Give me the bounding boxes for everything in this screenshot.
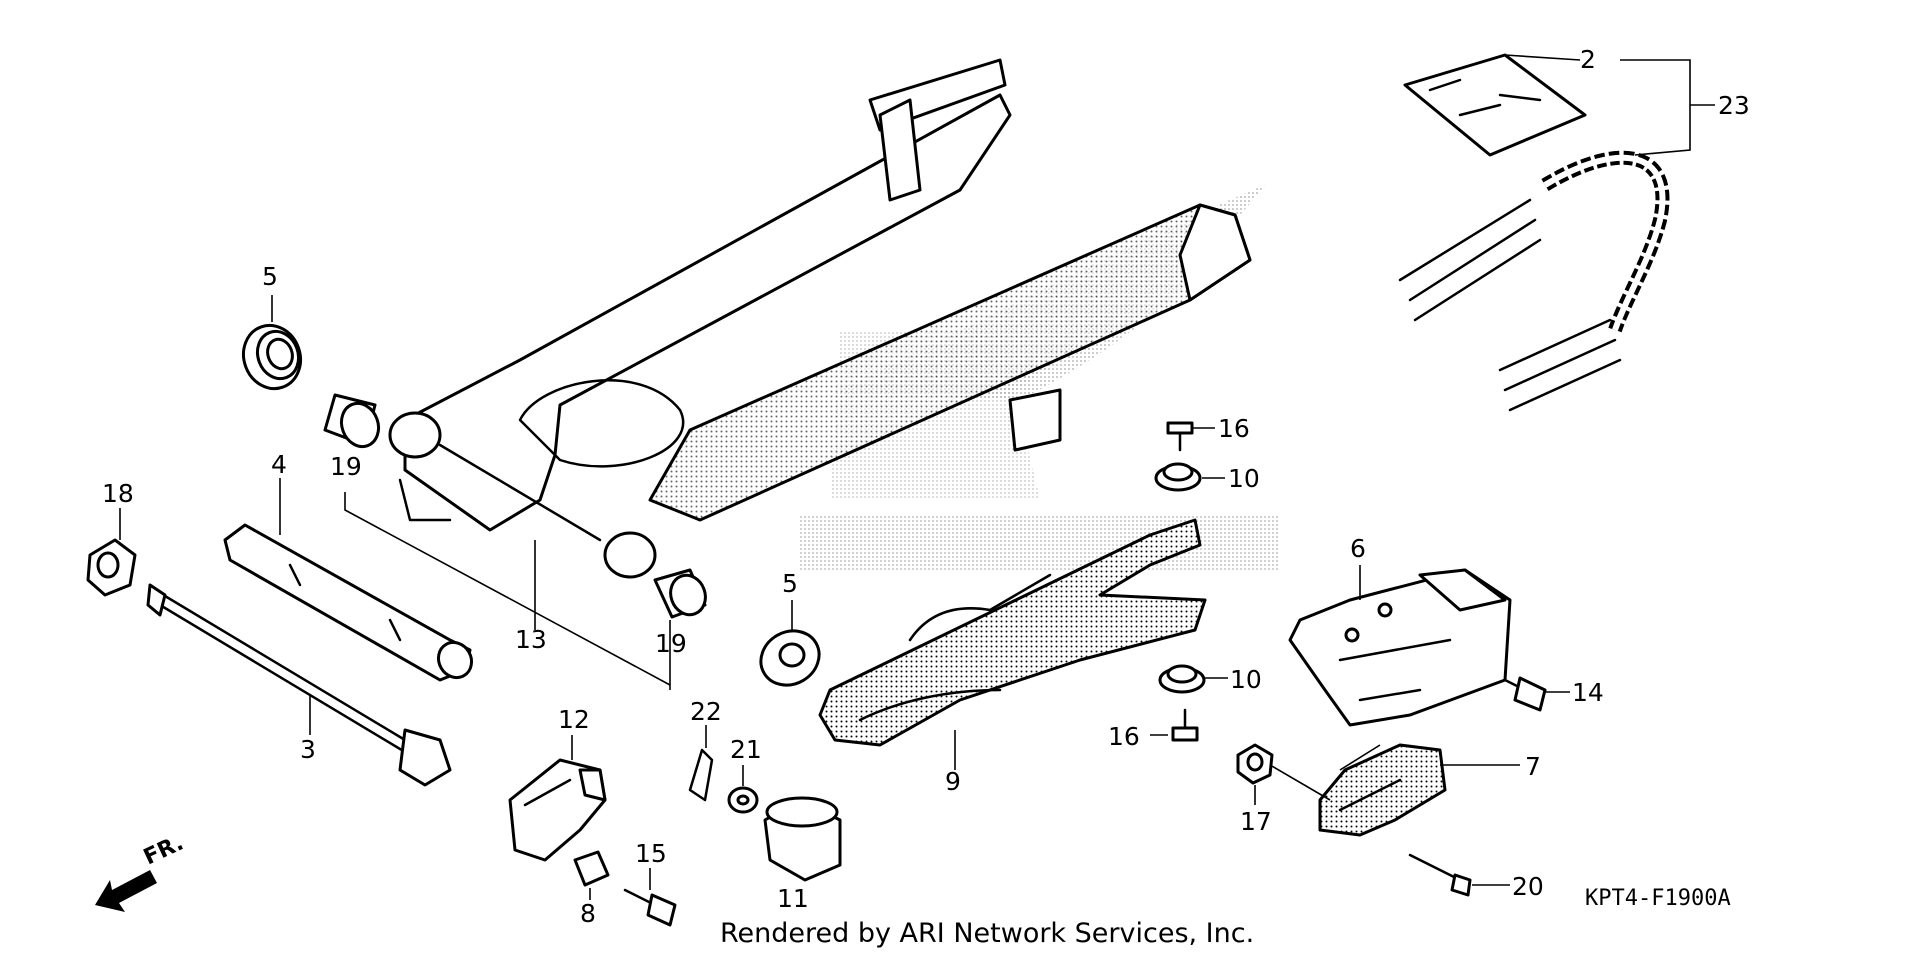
- pivot-tube-part[interactable]: [223, 523, 478, 684]
- part-label-7[interactable]: 7: [1525, 752, 1541, 781]
- part-label-10[interactable]: 10: [1228, 464, 1260, 493]
- screw-part-16b[interactable]: [1171, 708, 1199, 742]
- front-direction-arrow-icon: [95, 870, 157, 912]
- grommet-part-10b[interactable]: [1158, 664, 1206, 694]
- drive-chain-part[interactable]: [1398, 53, 1670, 412]
- part-label-11[interactable]: 11: [777, 884, 809, 913]
- part-label-6[interactable]: 6: [1350, 534, 1366, 563]
- bushing-part-19b[interactable]: [653, 568, 711, 620]
- part-label-15[interactable]: 15: [635, 839, 667, 868]
- cotter-pin-part[interactable]: [688, 748, 714, 802]
- collar-part-8[interactable]: [573, 850, 610, 887]
- part-label-16b[interactable]: 16: [1108, 722, 1140, 751]
- pivot-bolt-part[interactable]: [146, 583, 452, 787]
- part-label-3[interactable]: 3: [300, 735, 316, 764]
- chain-slider-part[interactable]: [818, 518, 1207, 747]
- part-label-17[interactable]: 17: [1240, 807, 1272, 836]
- part-label-9[interactable]: 9: [945, 767, 961, 796]
- part-label-18[interactable]: 18: [102, 479, 134, 508]
- bolt-part-20[interactable]: [1408, 853, 1472, 897]
- chain-guide-part[interactable]: [1288, 568, 1512, 727]
- part-label-21[interactable]: 21: [730, 735, 762, 764]
- screw-part-16a[interactable]: [1166, 421, 1194, 452]
- front-label: FR.: [140, 831, 187, 871]
- footer-text: Rendered by ARI Network Services, Inc.: [720, 918, 1255, 949]
- bolt-part-15[interactable]: [623, 888, 677, 927]
- grommet-part-10a[interactable]: [1154, 462, 1202, 492]
- part-label-23[interactable]: 23: [1718, 91, 1750, 120]
- part-label-20[interactable]: 20: [1512, 872, 1544, 901]
- part-label-22[interactable]: 22: [690, 697, 722, 726]
- part-label-19[interactable]: 19: [330, 452, 362, 481]
- pivot-nut-part[interactable]: [86, 538, 137, 597]
- nut-part-17[interactable]: [1236, 743, 1274, 785]
- part-label-19b[interactable]: 19: [655, 629, 687, 658]
- part-label-12[interactable]: 12: [558, 705, 590, 734]
- part-label-5[interactable]: 5: [262, 262, 278, 291]
- part-label-13[interactable]: 13: [515, 625, 547, 654]
- washer-part[interactable]: [727, 786, 759, 814]
- part-label-14[interactable]: 14: [1572, 678, 1604, 707]
- bearing-part-5b[interactable]: [751, 620, 829, 695]
- bearing-part-5a[interactable]: [235, 317, 310, 396]
- part-label-4[interactable]: 4: [271, 450, 287, 479]
- part-label-16[interactable]: 16: [1218, 414, 1250, 443]
- part-label-10b[interactable]: 10: [1230, 665, 1262, 694]
- part-label-8[interactable]: 8: [580, 899, 596, 928]
- part-labels: 2 23 5 16 19 10 4 18 13 6 5 19 10 14 3 1…: [102, 45, 1750, 928]
- chain-adjuster-part[interactable]: [508, 758, 607, 862]
- diagram-code: KPT4-F1900A: [1585, 886, 1731, 911]
- part-label-5b[interactable]: 5: [782, 569, 798, 598]
- bushing-part-19a[interactable]: [323, 393, 384, 452]
- part-label-2[interactable]: 2: [1580, 45, 1596, 74]
- chain-roller-part[interactable]: [1318, 743, 1447, 837]
- swingarm-part[interactable]: [388, 58, 1252, 579]
- collar-part[interactable]: [763, 796, 842, 882]
- bolt-part-14[interactable]: [1503, 676, 1547, 712]
